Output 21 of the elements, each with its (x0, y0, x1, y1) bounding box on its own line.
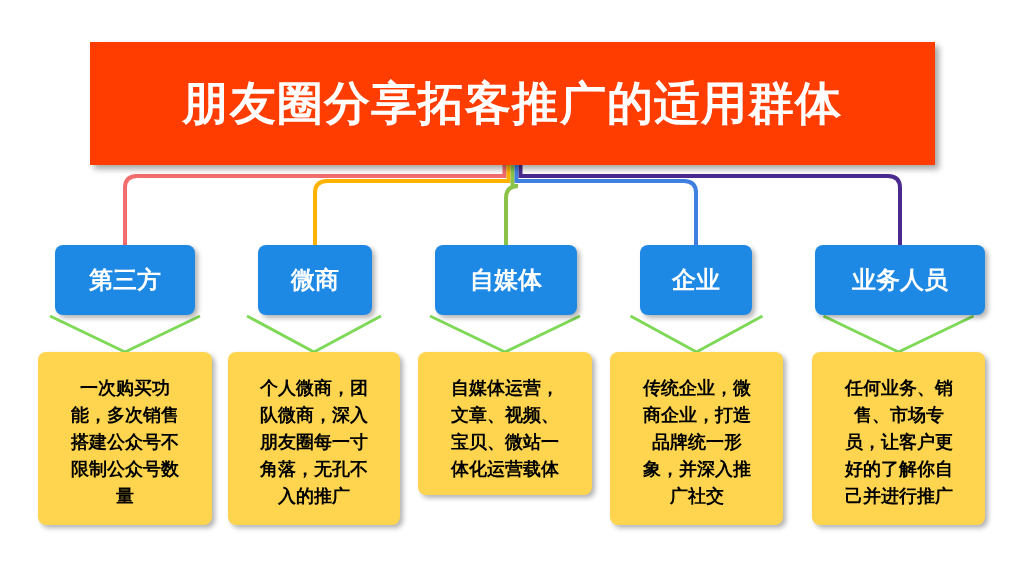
connector-line (518, 165, 902, 245)
connector-line (504, 165, 520, 245)
category-box: 微商 (258, 245, 372, 315)
category-box: 业务人员 (815, 245, 985, 315)
description-box: 任何业务、销售、市场专员，让客户更好的了解你自己并进行推广 (812, 352, 985, 525)
category-box: 自媒体 (435, 245, 577, 315)
description-box: 一次购买功能，多次销售搭建公众号不限制公众号数量 (38, 352, 212, 525)
category-box: 企业 (640, 245, 752, 315)
chevron-connector (822, 314, 975, 354)
chevron-connector (48, 314, 202, 354)
chevron-connector (629, 314, 764, 354)
connector-line (313, 165, 511, 245)
category-box: 第三方 (55, 245, 195, 315)
description-box: 个人微商，团队微商，深入朋友圈每一寸角落，无孔不入的推广 (228, 352, 400, 525)
connector-line (514, 165, 698, 245)
description-box: 自媒体运营，文章、视频、宝贝、微站一体化运营载体 (418, 352, 592, 495)
title-banner: 朋友圈分享拓客推广的适用群体 (90, 42, 935, 165)
connector-line (123, 165, 507, 245)
chevron-connector (245, 314, 383, 354)
chevron-connector (428, 314, 582, 354)
description-box: 传统企业，微商企业，打造品牌统一形象，并深入推广社交 (610, 352, 783, 525)
